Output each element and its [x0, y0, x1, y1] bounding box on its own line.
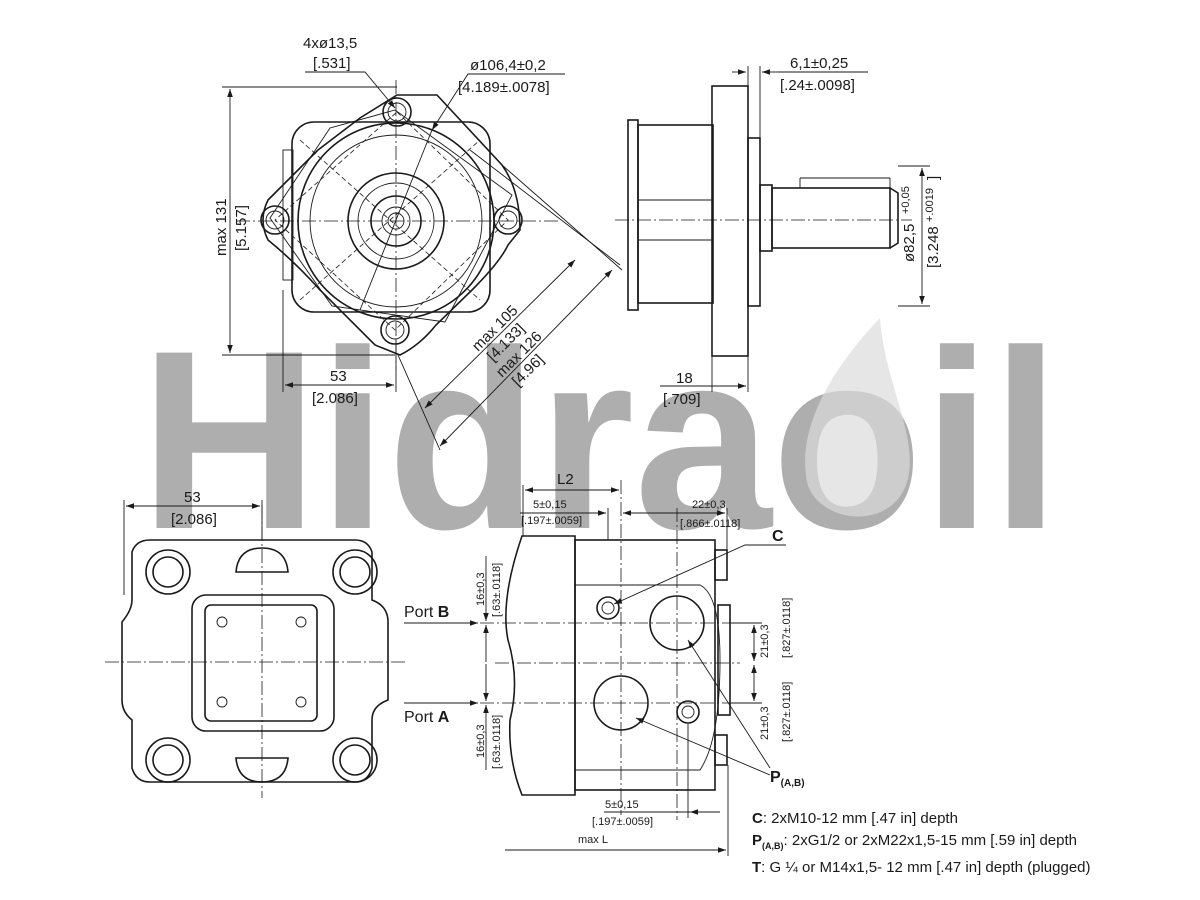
- offset-label-inch: [2.086]: [312, 390, 358, 407]
- offset-label: 53: [330, 368, 347, 385]
- shaft-tol: +0,05: [900, 186, 912, 214]
- right-upper-label: 21±0,3: [759, 624, 771, 658]
- bottom-left-view: 53 [2.086]: [105, 489, 405, 798]
- shaft-label: ø82,5: [901, 224, 918, 262]
- length-label-inch: [.709]: [663, 391, 701, 408]
- left-lower-label: 16±0,3: [475, 724, 487, 758]
- L2-label: L2: [557, 471, 574, 488]
- right-lower-label-inch: [.827±.0118]: [781, 682, 793, 742]
- width-label-inch: [2.086]: [171, 511, 217, 528]
- left-upper-label: 16±0,3: [475, 572, 487, 606]
- bottom-offset-label-inch: [.197±.0059]: [592, 816, 653, 828]
- bottom-offset-label: 5±0,15: [605, 799, 639, 811]
- height-label-inch: [5.157]: [233, 205, 250, 251]
- height-label: max 131: [213, 198, 230, 256]
- bottom-right-view: L2 5±0,15 [.197±.0059] 22±0,3 [.866±.011…: [404, 471, 805, 856]
- port-A-label: Port A: [404, 709, 450, 726]
- note-P: P(A,B): 2xG1/2 or 2xM22x1,5-15 mm [.59 i…: [752, 832, 1077, 851]
- label-C: C: [772, 528, 784, 545]
- right-upper-label-inch: [.827±.0118]: [781, 598, 793, 658]
- width-label: 53: [184, 489, 201, 506]
- max-L-label: max L: [578, 834, 608, 846]
- right-offset-label: 22±0,3: [692, 499, 726, 511]
- top-offset-label: 5±0,15: [533, 499, 567, 511]
- holes-label-inch: [.531]: [313, 55, 351, 72]
- right-lower-label: 21±0,3: [759, 706, 771, 740]
- notes-block: C: 2xM10-12 mm [.47 in] depth P(A,B): 2x…: [752, 808, 1192, 879]
- shaft-label-inch-close: ]: [925, 176, 942, 180]
- left-lower-label-inch: [.63±.0118]: [491, 715, 503, 769]
- label-P: P(A,B): [770, 769, 805, 789]
- pilot-label: ø106,4±0,2: [470, 57, 546, 74]
- note-C: C: 2xM10-12 mm [.47 in] depth: [752, 810, 958, 827]
- port-B-label: Port B: [404, 604, 449, 621]
- top-front-view: 4xø13,5 [.531] ø106,4±0,2 [4.189±.0078] …: [213, 35, 623, 451]
- watermark-drop-icon: [805, 318, 910, 517]
- holes-label: 4xø13,5: [303, 35, 357, 52]
- shaft-label-inch: [3.248: [925, 226, 942, 268]
- top-side-view: 6,1±0,25 [.24±.0098] ø82,5 +0,05 [3.248 …: [615, 55, 942, 408]
- top-offset-label-inch: [.197±.0059]: [521, 515, 582, 527]
- length-label: 18: [676, 370, 693, 387]
- right-offset-label-inch: [.866±.0118]: [680, 518, 740, 530]
- flange-label-inch: [.24±.0098]: [780, 77, 855, 94]
- diag-large-dimension: [439, 269, 613, 447]
- note-T: T: G ¼ or M14x1,5- 12 mm [.47 in] depth …: [752, 859, 1091, 876]
- pilot-label-inch: [4.189±.0078]: [458, 79, 550, 96]
- flange-label: 6,1±0,25: [790, 55, 848, 72]
- left-upper-label-inch: [.63±.0118]: [491, 563, 503, 617]
- shaft-tol-inch: +.0019: [924, 188, 936, 222]
